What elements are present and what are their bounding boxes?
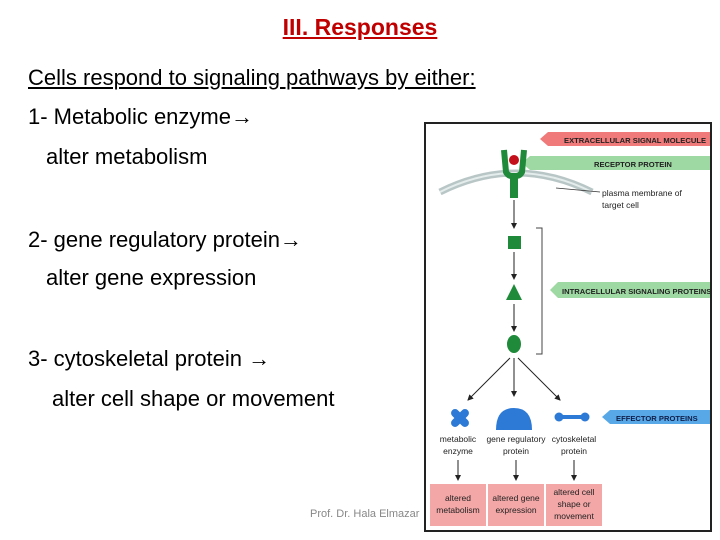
arrow-branch-right: [517, 357, 561, 401]
outcome-box-cell-shape: altered cell shape or movement: [546, 484, 602, 526]
outcome-3-line-2: shape or: [557, 499, 590, 509]
banner-effector-text: EFFECTOR PROTEINS: [616, 414, 698, 423]
metabolic-enzyme-icon: [451, 409, 469, 427]
footer-author: Prof. Dr. Hala Elmazar: [310, 508, 420, 520]
banner-intracellular-text: INTRACELLULAR SIGNALING PROTEINS: [562, 287, 711, 296]
signaling-protein-oval-icon: [507, 335, 521, 353]
membrane-label-2: target cell: [602, 200, 639, 210]
membrane-pointer: [555, 187, 601, 193]
item-1-line-1: 1- Metabolic enzyme→: [28, 104, 253, 129]
item-2-line-2: alter gene expression: [46, 265, 257, 290]
outcome-box-gene-expression: altered gene expression: [488, 484, 544, 526]
item-2-line-1: 2- gene regulatory protein→: [28, 227, 302, 252]
intro-text: Cells respond to signaling pathways by e…: [28, 65, 476, 90]
effector-2-line-2: protein: [503, 446, 529, 456]
signal-molecule-icon: [509, 155, 519, 165]
effector-3-line-1: cytoskeletal: [552, 434, 597, 444]
banner-extracellular-text: EXTRACELLULAR SIGNAL MOLECULE: [564, 136, 706, 145]
banner-receptor-text: RECEPTOR PROTEIN: [594, 160, 672, 169]
item-3-line-2: alter cell shape or movement: [52, 386, 335, 411]
banner-receptor: RECEPTOR PROTEIN: [522, 156, 710, 170]
banner-extracellular: EXTRACELLULAR SIGNAL MOLECULE: [540, 132, 710, 146]
cytoskeletal-protein-icon: [554, 412, 590, 422]
effector-3-line-2: protein: [561, 446, 587, 456]
outcome-2-line-2: expression: [495, 505, 536, 515]
gene-regulatory-protein-icon: [496, 408, 532, 430]
receptor-protein-icon: [501, 149, 527, 198]
outcome-3-line-3: movement: [554, 511, 594, 521]
signaling-protein-triangle-icon: [506, 284, 522, 300]
slide-title: III. Responses: [282, 14, 438, 40]
arrow-branch-left: [467, 357, 511, 401]
item-3-line-1: 3- cytoskeletal protein →: [28, 346, 271, 371]
outcome-1-line-2: metabolism: [436, 505, 479, 515]
item-1-line-2: alter metabolism: [46, 144, 208, 169]
banner-effector: EFFECTOR PROTEINS: [602, 410, 710, 424]
banner-intracellular: INTRACELLULAR SIGNALING PROTEINS: [550, 282, 711, 298]
signaling-protein-square-icon: [508, 236, 521, 249]
outcome-2-line-1: altered gene: [492, 493, 540, 503]
effector-1-line-1: metabolic: [440, 434, 477, 444]
membrane-label-1: plasma membrane of: [602, 188, 682, 198]
intracellular-bracket: [536, 227, 543, 355]
outcome-1-line-1: altered: [445, 493, 471, 503]
signaling-figure: EXTRACELLULAR SIGNAL MOLECULE RECEPTOR P…: [424, 122, 712, 532]
outcome-box-metabolism: altered metabolism: [430, 484, 486, 526]
effector-1-line-2: enzyme: [443, 446, 473, 456]
outcome-3-line-1: altered cell: [553, 487, 594, 497]
effector-2-line-1: gene regulatory: [486, 434, 546, 444]
